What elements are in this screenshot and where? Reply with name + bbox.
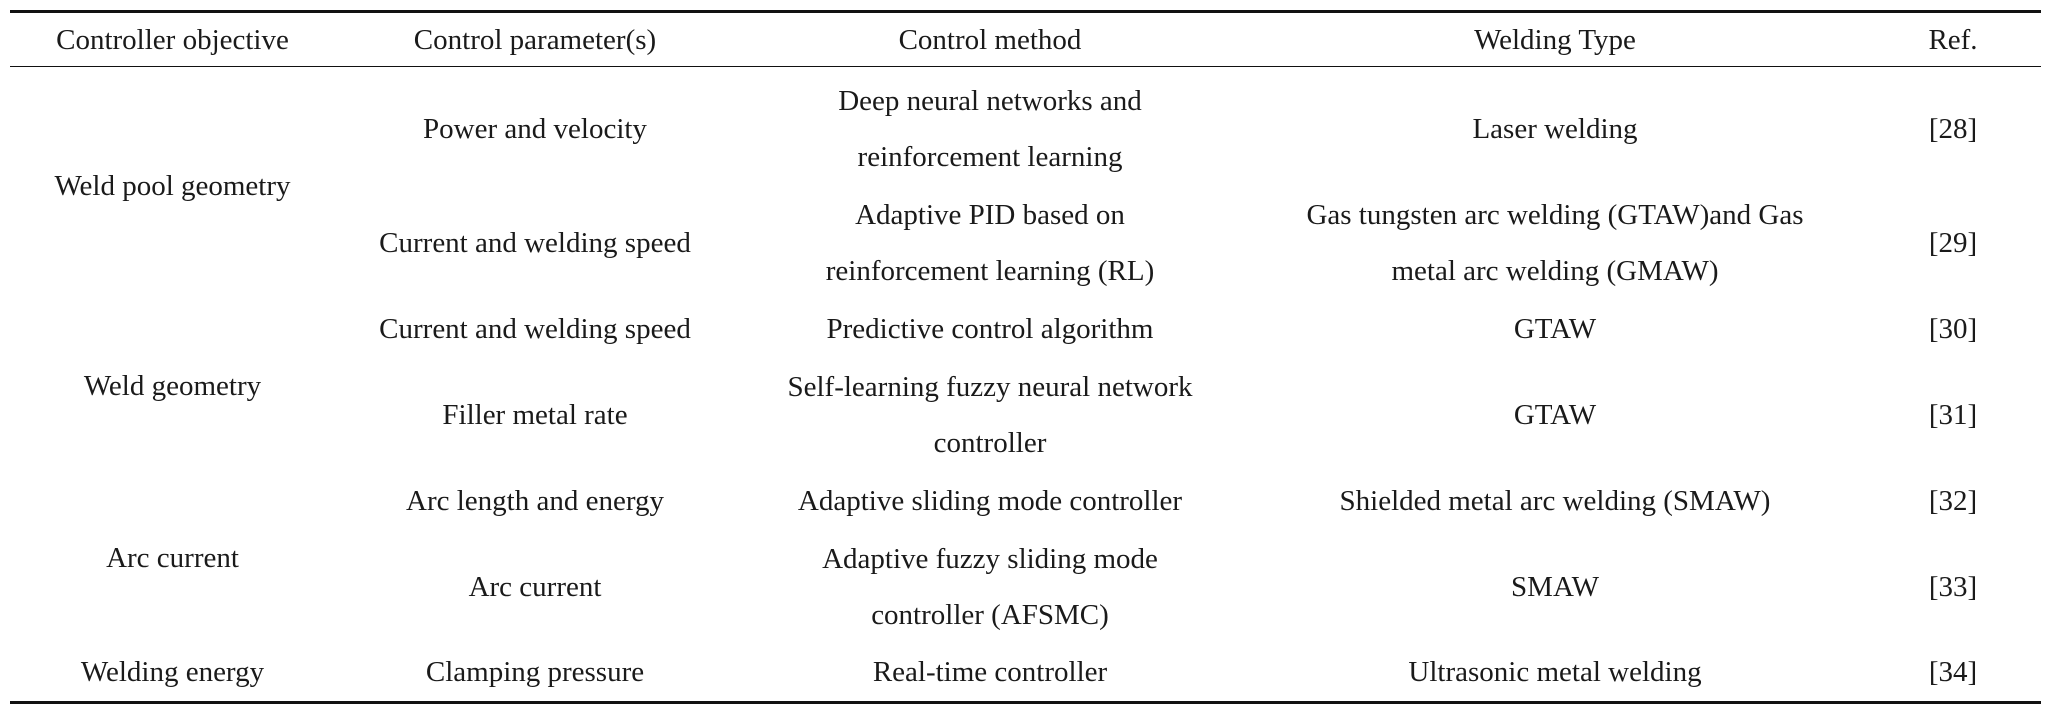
method-cell: Adaptive fuzzy sliding mode controller (… [735, 530, 1245, 644]
parameter-text: Arc length and energy [406, 485, 664, 517]
parameter-text: Arc current [468, 571, 602, 603]
table-top-rule [10, 10, 2041, 13]
method-line: controller (AFSMC) [871, 599, 1109, 631]
welding-type-cell: SMAW [1245, 530, 1865, 644]
method-cell: Adaptive PID based on reinforcement lear… [735, 186, 1245, 300]
method-line: reinforcement learning (RL) [825, 255, 1155, 287]
header-label: Control parameter(s) [413, 24, 657, 56]
objective-cell: Weld pool geometry [10, 72, 335, 300]
welding-type-text: Ultrasonic metal welding [1408, 656, 1702, 688]
parameter-cell: Arc current [335, 530, 735, 644]
table-header-rule [10, 66, 2041, 67]
method-line: Adaptive sliding mode controller [797, 485, 1183, 517]
ref-text: [29] [1928, 227, 1978, 259]
parameter-text: Power and velocity [423, 113, 647, 145]
header-label: Ref. [1928, 24, 1978, 56]
welding-type-line: Gas tungsten arc welding (GTAW)and Gas [1306, 199, 1804, 231]
ref-text: [30] [1928, 313, 1978, 345]
parameter-text: Filler metal rate [442, 399, 628, 431]
parameter-cell: Arc length and energy [335, 472, 735, 530]
method-cell: Predictive control algorithm [735, 300, 1245, 358]
parameter-cell: Power and velocity [335, 72, 735, 186]
header-control-parameters: Control parameter(s) [335, 14, 735, 66]
table-bottom-rule [10, 701, 2041, 704]
header-control-method: Control method [735, 14, 1245, 66]
header-label: Controller objective [56, 24, 289, 56]
welding-type-text: GTAW [1513, 399, 1597, 431]
welding-type-cell: Shielded metal arc welding (SMAW) [1245, 472, 1865, 530]
parameter-cell: Clamping pressure [335, 644, 735, 700]
ref-text: [34] [1928, 656, 1978, 688]
ref-text: [33] [1928, 571, 1978, 603]
method-line: Self-learning fuzzy neural network [787, 371, 1193, 403]
header-welding-type: Welding Type [1245, 14, 1865, 66]
method-cell: Self-learning fuzzy neural network contr… [735, 358, 1245, 472]
ref-text: [32] [1928, 485, 1978, 517]
objective-cell: Welding energy [10, 644, 335, 700]
header-label: Control method [898, 24, 1082, 56]
objective-cell: Weld geometry [10, 300, 335, 472]
objective-label: Weld geometry [83, 370, 262, 402]
ref-text: [31] [1928, 399, 1978, 431]
method-line: Real-time controller [872, 656, 1108, 688]
welding-type-text: Shielded metal arc welding (SMAW) [1339, 485, 1771, 517]
parameter-cell: Current and welding speed [335, 186, 735, 300]
welding-type-line: metal arc welding (GMAW) [1391, 255, 1719, 287]
header-ref: Ref. [1865, 14, 2041, 66]
welding-type-text: Laser welding [1472, 113, 1638, 145]
objective-label: Weld pool geometry [54, 170, 291, 202]
method-line: Deep neural networks and [838, 85, 1142, 117]
welding-type-text: GTAW [1513, 313, 1597, 345]
parameter-text: Current and welding speed [379, 313, 691, 345]
ref-cell: [29] [1865, 186, 2041, 300]
welding-type-cell: Laser welding [1245, 72, 1865, 186]
method-line: Adaptive fuzzy sliding mode [822, 543, 1158, 575]
header-controller-objective: Controller objective [10, 14, 335, 66]
welding-type-cell: Ultrasonic metal welding [1245, 644, 1865, 700]
ref-cell: [33] [1865, 530, 2041, 644]
ref-cell: [28] [1865, 72, 2041, 186]
parameter-cell: Filler metal rate [335, 358, 735, 472]
method-cell: Real-time controller [735, 644, 1245, 700]
welding-type-cell: GTAW [1245, 300, 1865, 358]
ref-cell: [32] [1865, 472, 2041, 530]
objective-label: Arc current [106, 542, 239, 574]
ref-cell: [34] [1865, 644, 2041, 700]
method-line: reinforcement learning [857, 141, 1123, 173]
welding-type-cell: GTAW [1245, 358, 1865, 472]
welding-type-cell: Gas tungsten arc welding (GTAW)and Gas m… [1245, 186, 1865, 300]
method-line: controller [933, 427, 1047, 459]
parameter-text: Current and welding speed [379, 227, 691, 259]
welding-type-text: SMAW [1511, 571, 1599, 603]
objective-label: Welding energy [80, 656, 265, 688]
method-cell: Adaptive sliding mode controller [735, 472, 1245, 530]
method-cell: Deep neural networks and reinforcement l… [735, 72, 1245, 186]
method-line: Adaptive PID based on [855, 199, 1125, 231]
parameter-cell: Current and welding speed [335, 300, 735, 358]
objective-cell: Arc current [10, 472, 335, 644]
header-label: Welding Type [1474, 24, 1636, 56]
parameter-text: Clamping pressure [425, 656, 645, 688]
ref-cell: [30] [1865, 300, 2041, 358]
ref-cell: [31] [1865, 358, 2041, 472]
ref-text: [28] [1928, 113, 1978, 145]
method-line: Predictive control algorithm [826, 313, 1154, 345]
